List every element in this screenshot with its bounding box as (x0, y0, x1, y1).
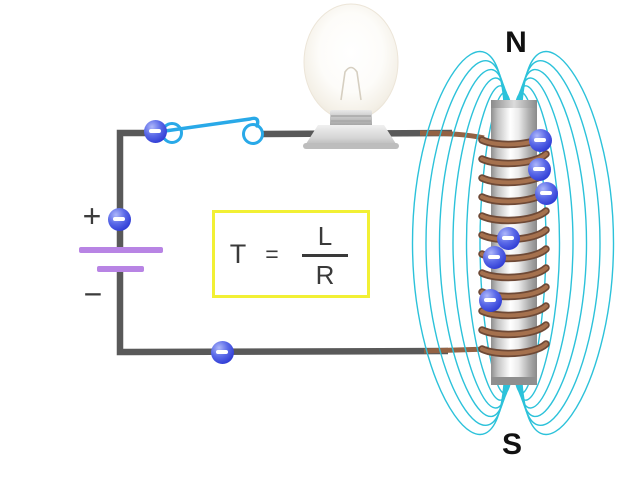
coil-winding-highlight (480, 342, 548, 356)
field-line (515, 92, 547, 394)
battery-plate-short (97, 266, 144, 272)
battery-plus-label: + (82, 198, 102, 234)
coil-winding-highlight (480, 209, 548, 223)
south-pole-label: S (501, 428, 522, 461)
coil-core-bottom-cap (491, 377, 537, 385)
field-line (465, 85, 510, 401)
electron-on-coil (534, 181, 558, 205)
formula-lhs: T (229, 239, 247, 269)
electron-on-coil (527, 157, 551, 181)
minus-icon (488, 255, 500, 259)
wire-left-top (116, 129, 166, 248)
formula-fraction: L R (299, 215, 351, 295)
field-line (452, 77, 509, 409)
minus-icon (534, 138, 546, 142)
battery-plate-long (79, 247, 163, 253)
switch[interactable] (161, 116, 264, 145)
time-constant-formula-box: T = L R (212, 210, 370, 298)
switch-blade[interactable] (163, 116, 260, 133)
wire-left-bottom (116, 272, 449, 356)
coil-winding-highlight (480, 304, 548, 318)
minus-icon (149, 129, 161, 133)
battery (79, 247, 163, 272)
field-line (479, 92, 511, 394)
field-line (518, 68, 588, 418)
field-line (438, 68, 508, 418)
electron-on-wire (143, 119, 167, 143)
magnetic-field-lines (411, 50, 615, 436)
field-line (425, 60, 506, 426)
field-line (516, 85, 561, 401)
coil-core-top-cap (491, 100, 537, 108)
fraction-bar (302, 254, 348, 257)
formula-numerator: L (317, 221, 333, 251)
north-pole-label: N (505, 26, 527, 59)
electron-on-wire (210, 340, 234, 364)
minus-icon (113, 217, 125, 221)
bulb-screw-collar (330, 110, 372, 127)
minus-icon (216, 350, 228, 354)
bulb-glass (303, 3, 399, 121)
battery-minus-label: − (83, 276, 103, 312)
switch-terminal-right[interactable] (242, 123, 264, 145)
field-line (521, 50, 615, 436)
bulb-base-foot (303, 143, 399, 149)
minus-icon (540, 191, 552, 195)
bulb-filament (340, 66, 362, 101)
bulb-base (304, 125, 398, 147)
field-line (411, 50, 505, 436)
formula-equals: = (265, 241, 279, 267)
formula-denominator: R (315, 260, 335, 290)
electron-on-wire (107, 207, 131, 231)
coil-winding-highlight (480, 323, 548, 337)
coil-winding-highlight (480, 266, 548, 280)
minus-icon (484, 298, 496, 302)
electron-on-coil (478, 288, 502, 312)
field-line (520, 60, 601, 426)
field-line (517, 77, 574, 409)
minus-icon (533, 167, 545, 171)
light-bulb (303, 3, 399, 149)
electron-on-coil (482, 245, 506, 269)
electron-on-coil (496, 226, 520, 250)
coil-winding-highlight (480, 152, 548, 166)
electron-on-coil (528, 128, 552, 152)
minus-icon (502, 236, 514, 240)
